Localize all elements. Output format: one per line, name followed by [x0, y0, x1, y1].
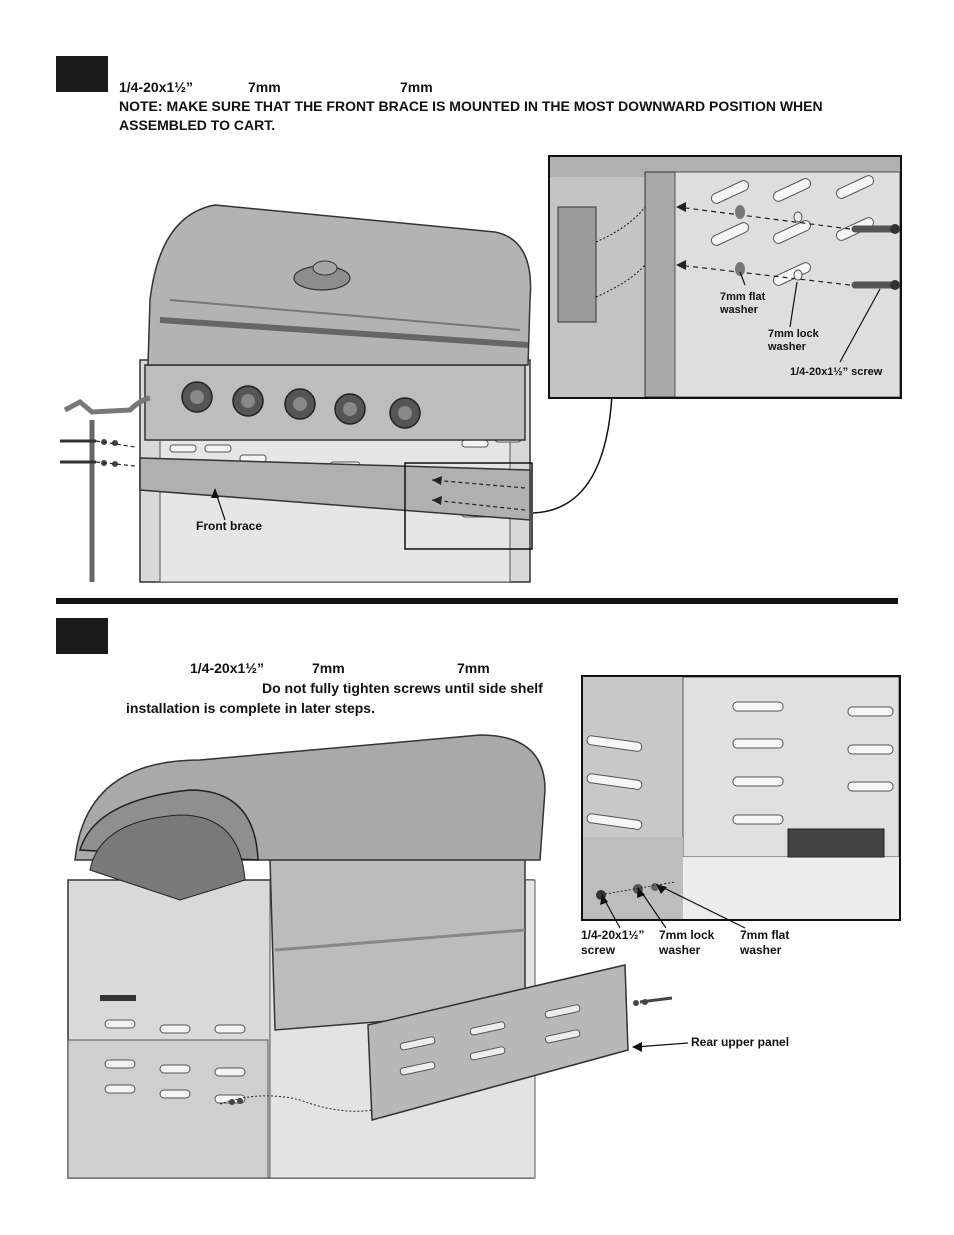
- step1-flat-washer-label-line1: 7mm flat: [720, 291, 766, 303]
- step2-detail-inset: [581, 675, 901, 921]
- front-brace-label: Front brace: [196, 519, 263, 533]
- step-2-number-box: [56, 618, 108, 654]
- step2-warning-line2: installation is complete in later steps.: [126, 700, 375, 716]
- step1-detail-drawing: [550, 157, 900, 397]
- step2-detail-drawing: [583, 677, 899, 919]
- step2-flat-washer-label-line1: 7mm flat: [740, 928, 790, 942]
- step2-flat-washer-label-line2: washer: [740, 943, 782, 957]
- step1-lock-washer-label-line2: washer: [768, 341, 806, 353]
- section-divider: [56, 598, 898, 604]
- rear-upper-panel-label: Rear upper panel: [691, 1035, 790, 1049]
- step1-note-line2: ASSEMBLED TO CART.: [119, 117, 276, 133]
- step1-screw-label: 1/4-20x1½” screw: [790, 366, 883, 378]
- step1-hardware-flat-washer: 7mm: [248, 79, 281, 95]
- step2-hardware-screw: 1/4-20x1½”: [190, 660, 264, 676]
- step1-note-line1: NOTE: MAKE SURE THAT THE FRONT BRACE IS …: [119, 98, 823, 114]
- step2-lock-washer-label-line2: washer: [659, 943, 701, 957]
- step2-hardware-lock-washer: 7mm: [457, 660, 490, 676]
- step2-hardware-flat-washer: 7mm: [312, 660, 345, 676]
- step1-detail-inset: 7mm flat washer 7mm lock washer 1/4-20x1…: [548, 155, 902, 399]
- step-1-number-box: [56, 56, 108, 92]
- step2-lock-washer-label-line1: 7mm lock: [659, 928, 715, 942]
- step1-hardware-screw: 1/4-20x1½”: [119, 79, 193, 95]
- step2-warning-line1: Do not fully tighten screws until side s…: [262, 680, 543, 696]
- step1-flat-washer-label-line2: washer: [720, 304, 758, 316]
- step1-grill-illustration: [60, 204, 613, 583]
- step1-lock-washer-label-line1: 7mm lock: [768, 328, 819, 340]
- step2-screw-label-line1: 1/4-20x1½”: [581, 928, 645, 942]
- step2-screw-label-line2: screw: [581, 943, 616, 957]
- step1-hardware-lock-washer: 7mm: [400, 79, 433, 95]
